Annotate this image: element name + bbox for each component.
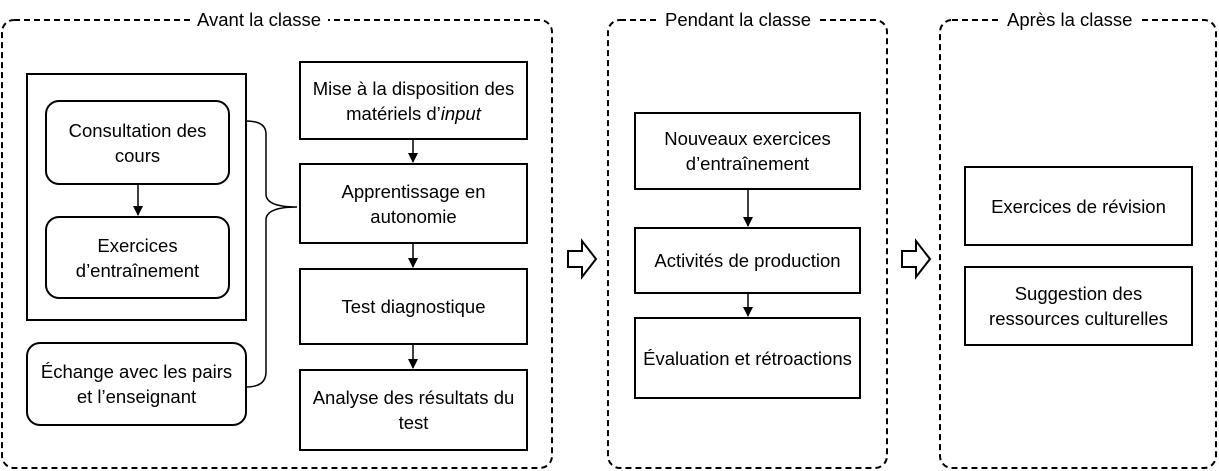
phase-title-before: Avant la classe bbox=[190, 9, 329, 31]
exercices-label: Exercices d’entraînement bbox=[75, 234, 200, 281]
mise-label: Mise à la disposition des matériels d’in… bbox=[307, 76, 520, 126]
phase-title-after: Après la classe bbox=[1000, 9, 1140, 31]
echange-box: Échange avec les pairs et l’enseignant bbox=[26, 342, 247, 426]
revision-box: Exercices de révision bbox=[964, 166, 1193, 246]
mise-label-text: Mise à la disposition des matériels d’ bbox=[312, 77, 515, 124]
phase-title-during: Pendant la classe bbox=[658, 9, 819, 31]
exercices-box: Exercices d’entraînement bbox=[45, 216, 230, 299]
nouveaux-box: Nouveaux exercices d’entraînement bbox=[634, 112, 861, 190]
phase-transition-arrow-1 bbox=[567, 238, 598, 280]
analyse-label: Analyse des résultats du test bbox=[312, 387, 515, 433]
test-box: Test diagnostique bbox=[299, 268, 528, 345]
evaluation-label: Évaluation et rétroactions bbox=[643, 347, 852, 369]
activites-label: Activités de production bbox=[654, 250, 841, 271]
apprentissage-box: Apprentissage en autonomie bbox=[299, 163, 528, 244]
brace bbox=[245, 120, 298, 388]
test-label: Test diagnostique bbox=[341, 296, 486, 317]
analyse-box: Analyse des résultats du test bbox=[299, 369, 528, 451]
mise-box: Mise à la disposition des matériels d’in… bbox=[299, 61, 528, 140]
nouveaux-label: Nouveaux exercices d’entraînement bbox=[664, 128, 831, 174]
mise-label-italic: input bbox=[440, 102, 481, 124]
apprentissage-label: Apprentissage en autonomie bbox=[341, 180, 486, 227]
consultation-box: Consultation des cours bbox=[45, 100, 230, 185]
phase-frame-during bbox=[607, 19, 888, 469]
suggestion-box: Suggestion des ressources culturelles bbox=[964, 266, 1193, 346]
phase-transition-arrow-2 bbox=[901, 238, 932, 280]
suggestion-label: Suggestion des ressources culturelles bbox=[989, 283, 1168, 329]
echange-label: Échange avec les pairs et l’enseignant bbox=[40, 361, 233, 407]
self-study-group bbox=[26, 73, 247, 321]
revision-label: Exercices de révision bbox=[991, 195, 1166, 217]
consultation-label: Consultation des cours bbox=[68, 119, 207, 166]
activites-box: Activités de production bbox=[634, 227, 861, 294]
evaluation-box: Évaluation et rétroactions bbox=[634, 317, 861, 399]
